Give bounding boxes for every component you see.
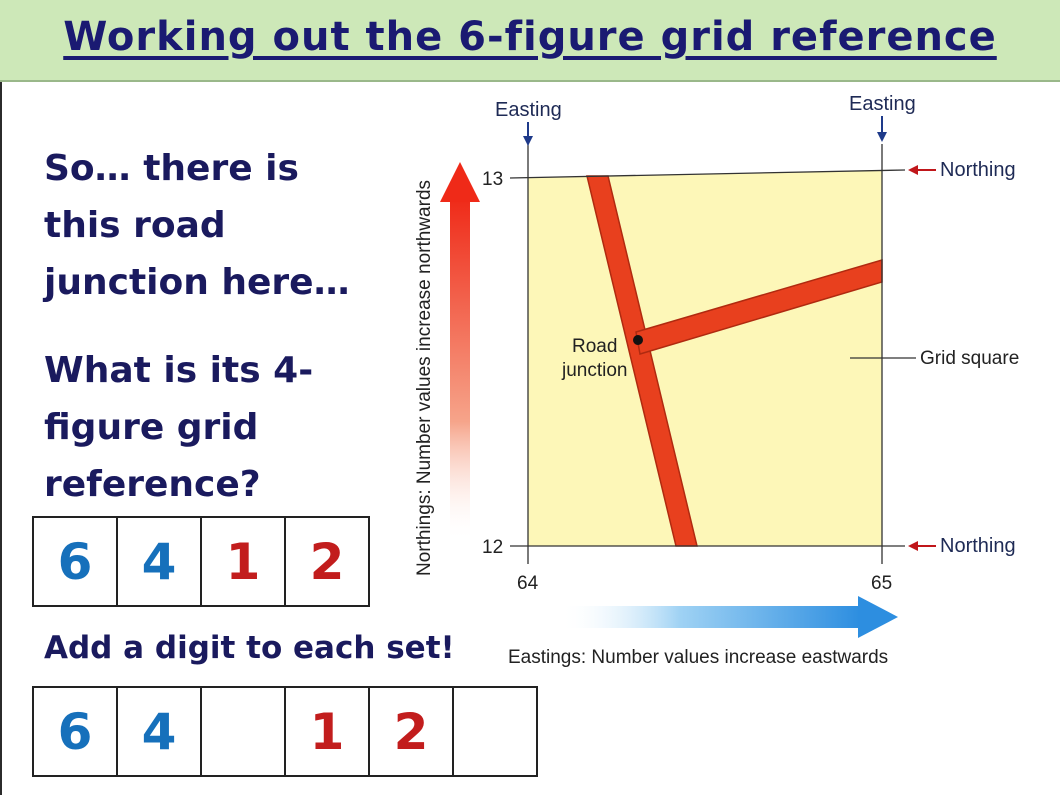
- title-bar: Working out the 6-figure grid reference: [0, 0, 1060, 82]
- question-prompt-line: reference?: [44, 464, 261, 505]
- northing-label-bottom: Northing: [940, 535, 1016, 557]
- digit-cell: 1: [200, 516, 286, 607]
- eastings-axis-label: Eastings: Number values increase eastwar…: [508, 647, 888, 668]
- grid-square-diagram: Easting Easting Northing Northing 13 12 …: [414, 93, 1019, 668]
- road-junction-label-line2: junction: [561, 360, 628, 381]
- easting-value-65: 65: [871, 573, 892, 594]
- left-arrow-icon: [908, 541, 936, 551]
- digit-cell: 1: [284, 686, 370, 777]
- grid-square: [528, 170, 882, 546]
- question-prompt: What is its 4- figure grid reference?: [44, 342, 313, 513]
- eastings-right-arrow: [560, 596, 898, 638]
- page-title: Working out the 6-figure grid reference: [63, 14, 997, 60]
- six-figure-reference: 6 4 1 2: [32, 686, 538, 777]
- northings-up-arrow: [440, 162, 480, 542]
- instruction-text: Add a digit to each set!: [44, 630, 455, 666]
- easting-label-right: Easting: [849, 93, 916, 115]
- question-prompt-line: What is its 4-: [44, 350, 314, 391]
- digit-cell: 6: [32, 686, 118, 777]
- northing-line-13: [509, 169, 906, 179]
- easting-label-left: Easting: [495, 99, 562, 121]
- left-arrow-icon: [908, 165, 936, 175]
- question-intro-line: So… there is: [44, 148, 299, 189]
- digit-cell: 4: [116, 516, 202, 607]
- northing-value-13: 13: [482, 169, 503, 190]
- grid-square-label: Grid square: [920, 348, 1019, 369]
- northing-label-top: Northing: [940, 159, 1016, 181]
- digit-cell: 4: [116, 686, 202, 777]
- question-intro-line: junction here…: [44, 262, 350, 303]
- digit-cell: 2: [284, 516, 370, 607]
- road-junction-label-line1: Road: [572, 336, 617, 357]
- digit-cell: 2: [368, 686, 454, 777]
- question-intro-line: this road: [44, 205, 226, 246]
- down-arrow-icon: [523, 122, 533, 146]
- northings-axis-label: Northings: Number values increase northw…: [414, 180, 435, 576]
- down-arrow-icon: [877, 116, 887, 142]
- northing-value-12: 12: [482, 537, 503, 558]
- question-prompt-line: figure grid: [44, 407, 259, 448]
- left-divider: [0, 82, 2, 795]
- four-figure-reference: 6 4 1 2: [32, 516, 370, 607]
- digit-cell-empty-northing[interactable]: [452, 686, 538, 777]
- road-junction-marker: [633, 335, 643, 345]
- digit-cell-empty-easting[interactable]: [200, 686, 286, 777]
- digit-cell: 6: [32, 516, 118, 607]
- easting-value-64: 64: [517, 573, 539, 594]
- question-intro: So… there is this road junction here…: [44, 140, 350, 311]
